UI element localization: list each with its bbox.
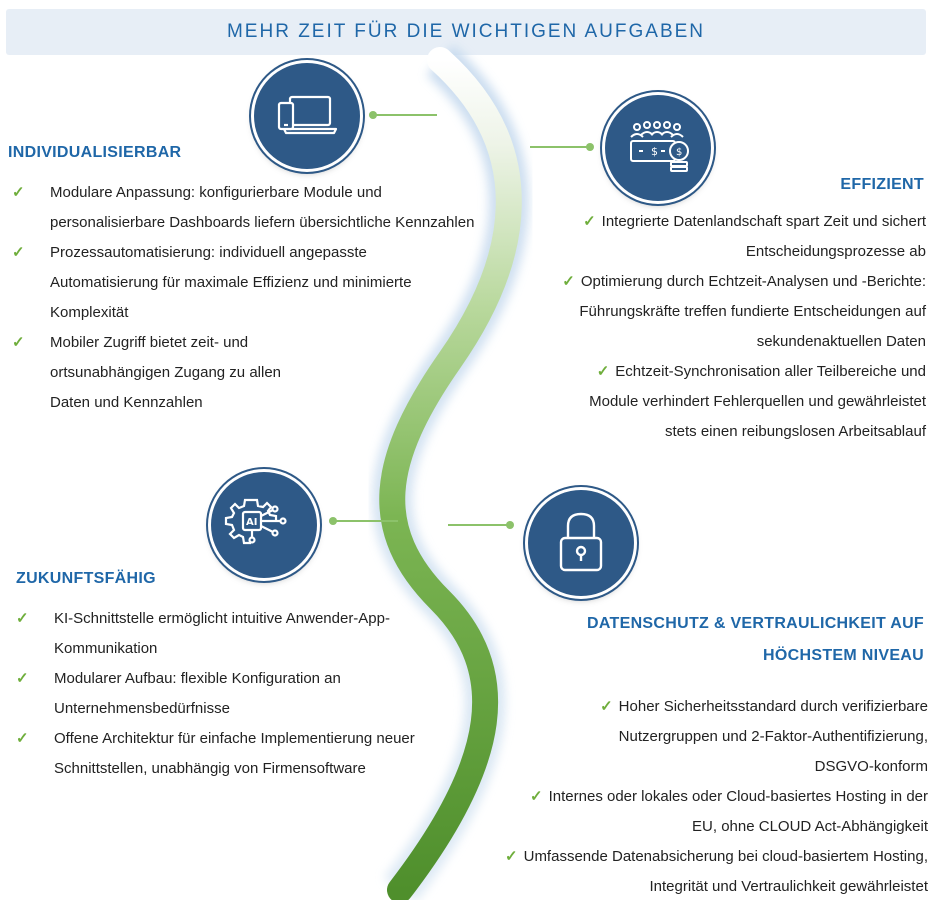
- list-effizient: ✓Integrierte Datenlandschaft spart Zeit …: [486, 207, 926, 447]
- page-title: MEHR ZEIT FÜR DIE WICHTIGEN AUFGABEN: [226, 21, 706, 42]
- checkmark-icon: ✓: [16, 730, 29, 747]
- heading-effizient: EFFIZIENT: [840, 176, 924, 193]
- checkmark-icon: ✓: [16, 670, 29, 687]
- list-datenschutz: ✓Hoher Sicherheitsstandard durch verifiz…: [488, 692, 928, 902]
- checkmark-icon: ✓: [530, 788, 543, 805]
- list-individualisierbar: ✓ Modulare Anpassung: konfigurierbare Mo…: [8, 178, 488, 418]
- heading-individualisierbar: INDIVIDUALISIERBAR: [8, 144, 182, 161]
- heading-datenschutz: DATENSCHUTZ & VERTRAULICHKEIT AUF HÖCHST…: [587, 615, 924, 664]
- team-money-icon: $ $: [630, 121, 689, 172]
- checkmark-icon: ✓: [600, 698, 613, 715]
- checkmark-icon: ✓: [562, 273, 575, 290]
- connector-lines: [329, 111, 594, 529]
- list-item: ✓ Prozessautomatisierung: individuell an…: [8, 238, 488, 328]
- list-item: ✓ Modulare Anpassung: konfigurierbare Mo…: [8, 178, 488, 238]
- svg-text:$: $: [676, 147, 682, 158]
- list-item: ✓Echtzeit-Synchronisation aller Teilbere…: [589, 363, 926, 440]
- list-item: ✓Umfassende Datenabsicherung bei cloud-b…: [505, 848, 928, 895]
- list-item: ✓Internes oder lokales oder Cloud-basier…: [530, 788, 928, 835]
- checkmark-icon: ✓: [12, 244, 25, 261]
- title-banner: MEHR ZEIT FÜR DIE WICHTIGEN AUFGABEN: [6, 9, 926, 55]
- list-item: ✓ Offene Architektur für einfache Implem…: [12, 724, 452, 784]
- checkmark-icon: ✓: [12, 334, 25, 351]
- checkmark-icon: ✓: [505, 848, 518, 865]
- list-item: ✓Hoher Sicherheitsstandard durch verifiz…: [600, 698, 928, 775]
- ai-chip-gear-icon: AI: [224, 498, 287, 545]
- list-item: ✓Optimierung durch Echtzeit-Analysen und…: [562, 273, 926, 350]
- svg-text:$: $: [651, 145, 658, 158]
- river-body: [379, 47, 522, 900]
- ai-chip-gear-icon-badge: AI: [211, 472, 317, 578]
- checkmark-icon: ✓: [583, 213, 596, 230]
- list-zukunftsfaehig: ✓ KI-Schnittstelle ermöglicht intuitive …: [12, 604, 452, 784]
- team-money-icon-badge: $ $: [605, 95, 711, 201]
- list-item: ✓ KI-Schnittstelle ermöglicht intuitive …: [12, 604, 452, 664]
- padlock-icon: [559, 512, 603, 572]
- devices-icon: [277, 95, 338, 135]
- checkmark-icon: ✓: [12, 184, 25, 201]
- svg-text:AI: AI: [246, 517, 257, 528]
- heading-zukunftsfaehig: ZUKUNFTSFÄHIG: [16, 570, 156, 587]
- list-item: ✓ Mobiler Zugriff bietet zeit- und ortsu…: [8, 328, 488, 418]
- padlock-icon-badge: [528, 490, 634, 596]
- checkmark-icon: ✓: [16, 610, 29, 627]
- list-item: ✓ Modularer Aufbau: flexible Konfigurati…: [12, 664, 452, 724]
- checkmark-icon: ✓: [596, 363, 610, 380]
- list-item: ✓Integrierte Datenlandschaft spart Zeit …: [583, 213, 926, 260]
- devices-icon-badge: [254, 63, 360, 169]
